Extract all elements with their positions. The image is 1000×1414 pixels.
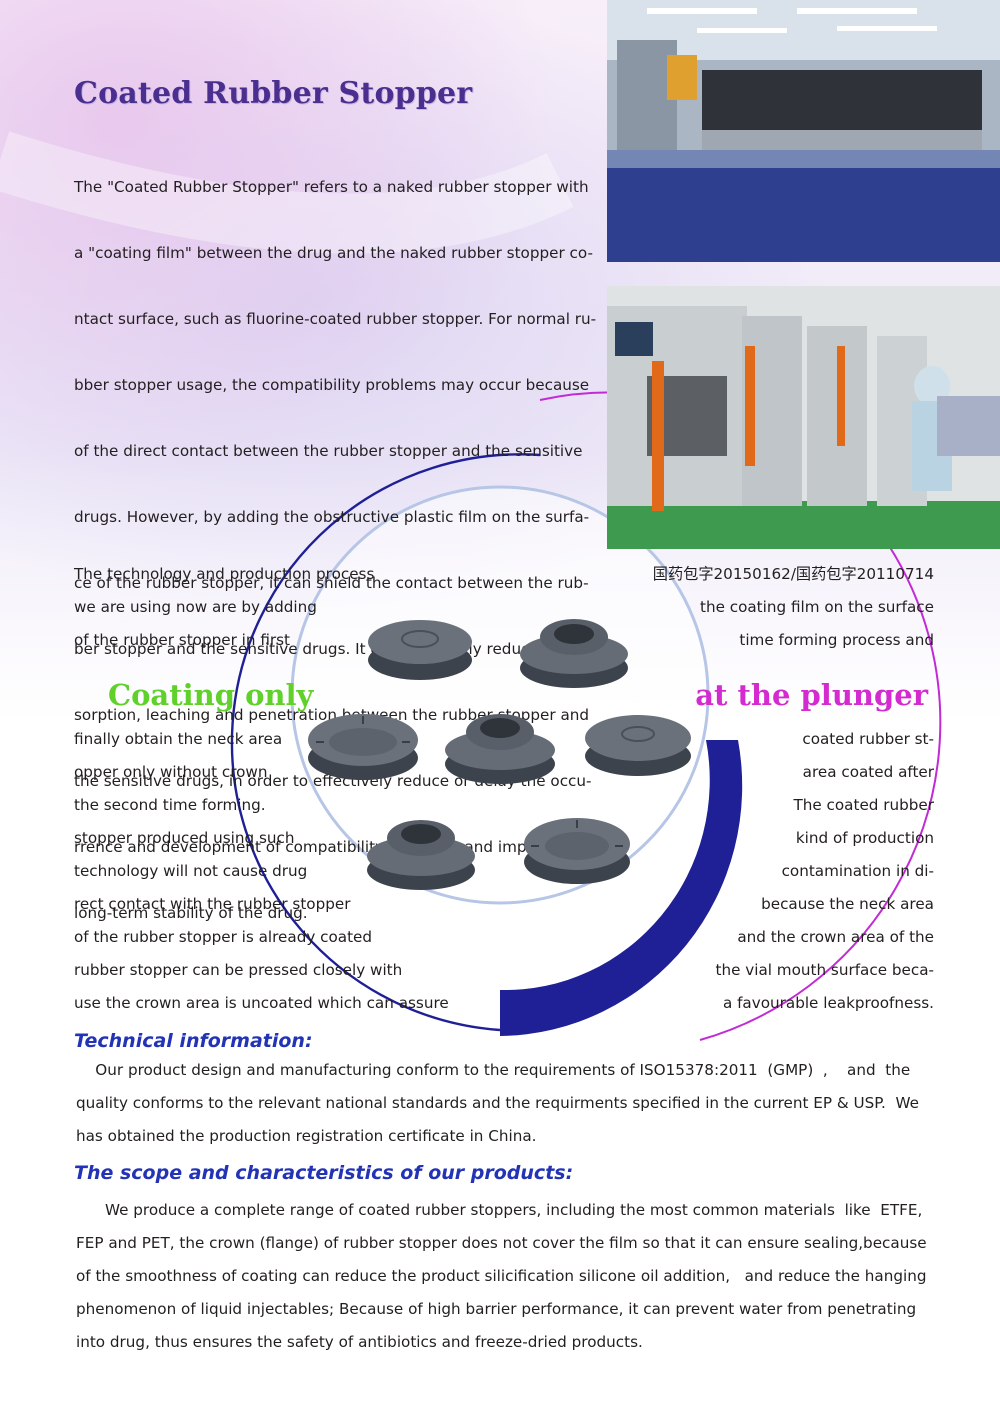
process-line-right: the vial mouth surface beca-: [715, 961, 934, 979]
technical-line: quality conforms to the relevant nationa…: [76, 1094, 919, 1112]
process-line-right: time forming process and: [739, 631, 934, 649]
technical-paragraph: Our product design and manufacturing con…: [76, 1054, 932, 1153]
stopper-image: [585, 715, 691, 776]
process-line-right: the coating film on the surface: [699, 598, 934, 616]
stopper-image: [367, 820, 475, 890]
process-line-left: stopper produced using such: [74, 829, 295, 847]
stopper-image: [445, 714, 555, 784]
process-line-left: of the rubber stopper in first: [74, 631, 290, 649]
process-line-left: use the crown area is uncoated which can…: [74, 994, 449, 1012]
technical-heading: Technical information:: [74, 1030, 313, 1052]
technical-line: has obtained the production registration…: [76, 1127, 537, 1145]
scope-line: FEP and PET, the crown (flange) of rubbe…: [76, 1234, 927, 1252]
process-line-right: area coated after: [802, 763, 934, 781]
process-line-right: kind of production: [795, 829, 934, 847]
page-title: Coated Rubber Stopper: [74, 76, 473, 111]
process-line-right: 国药包字20150162/国药包字20110714: [652, 565, 934, 583]
process-line-right: coated rubber st-: [802, 730, 934, 748]
process-line-right: and the crown area of the: [737, 928, 934, 946]
process-line-left: the second time forming.: [74, 796, 266, 814]
intro-line: a "coating film" between the drug and th…: [74, 244, 593, 262]
intro-line: The "Coated Rubber Stopper" refers to a …: [74, 178, 589, 196]
process-line-left: The technology and production process: [74, 565, 375, 583]
intro-line: long-term stability of the drug.: [74, 904, 308, 922]
scope-paragraph: We produce a complete range of coated ru…: [76, 1194, 932, 1359]
scope-line: We produce a complete range of coated ru…: [76, 1201, 923, 1219]
factory-photo-production-line: [607, 0, 1000, 262]
scope-line: into drug, thus ensures the safety of an…: [76, 1333, 643, 1351]
process-line-right: contamination in di-: [781, 862, 934, 880]
intro-line: drugs. However, by adding the obstructiv…: [74, 508, 590, 526]
process-line-left: technology will not cause drug: [74, 862, 308, 880]
intro-line: ntact surface, such as fluorine-coated r…: [74, 310, 597, 328]
process-line-left: finally obtain the neck area: [74, 730, 283, 748]
process-line-right: The coated rubber: [793, 796, 934, 814]
highlight-coating-only: Coating only: [108, 678, 314, 712]
scope-heading: The scope and characteristics of our pro…: [74, 1162, 574, 1184]
scope-line: of the smoothness of coating can reduce …: [76, 1267, 927, 1285]
intro-line: bber stopper usage, the compatibility pr…: [74, 376, 590, 394]
stopper-image: [524, 818, 630, 884]
stopper-image: [308, 714, 418, 780]
technical-line: Our product design and manufacturing con…: [76, 1061, 911, 1079]
process-line-left: rubber stopper can be pressed closely wi…: [74, 961, 403, 979]
highlight-at-the-plunger: at the plunger: [695, 678, 928, 712]
process-line-left: of the rubber stopper is already coated: [74, 928, 373, 946]
process-line-right: because the neck area: [761, 895, 934, 913]
scope-line: phenomenon of liquid injectables; Becaus…: [76, 1300, 917, 1318]
process-line-left: we are using now are by adding: [74, 598, 317, 616]
factory-photo-molding-machines: [607, 286, 1000, 549]
process-line-left: opper only without crown: [74, 763, 268, 781]
process-line-left: rect contact with the rubber stopper: [74, 895, 351, 913]
process-line-right: a favourable leakproofness.: [722, 994, 934, 1012]
stopper-image: [368, 620, 472, 680]
intro-line: of the direct contact between the rubber…: [74, 442, 583, 460]
stopper-image: [520, 619, 628, 688]
